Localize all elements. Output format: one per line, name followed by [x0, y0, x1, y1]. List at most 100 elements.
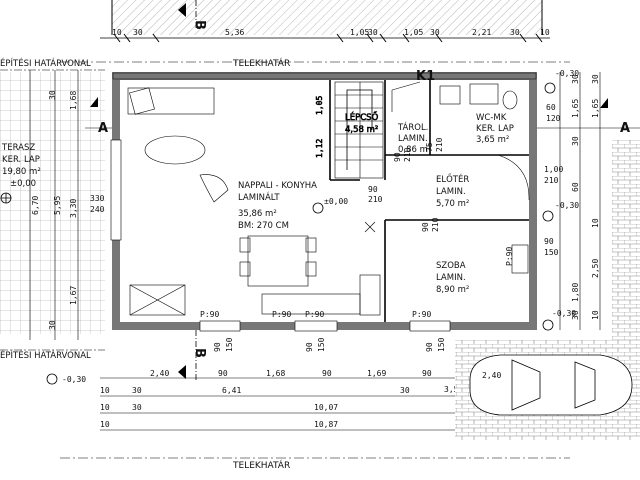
dim-top-2: 5,36 [225, 28, 244, 37]
paving-right [612, 140, 640, 340]
sill-labels: P:90 P:90 P:90 P:90 P:90 [200, 247, 514, 319]
svg-text:210: 210 [544, 176, 559, 185]
level-bottom-left: -0,30 [62, 375, 86, 384]
svg-text:B: B [192, 348, 207, 358]
svg-text:150: 150 [225, 337, 234, 352]
svg-text:30: 30 [400, 386, 410, 395]
svg-text:60: 60 [571, 182, 580, 192]
svg-text:NAPPALI - KONYHA: NAPPALI - KONYHA [238, 181, 317, 191]
svg-text:90: 90 [368, 185, 378, 194]
svg-text:2,50: 2,50 [591, 259, 600, 278]
svg-text:3,30: 3,30 [69, 199, 78, 218]
storage-room: TÁROL. LAMIN. 0,86 m² K1 [391, 69, 435, 155]
svg-text:SZOBA: SZOBA [436, 261, 466, 271]
section-a-left: A [85, 97, 112, 136]
section-b-top: B [178, 0, 207, 30]
top-dimension-line: 10 30 5,36 1,05 30 1,05 30 2,21 30 10 [100, 28, 550, 43]
left-dimension-lines: 30 6,70 30 1,68 3,30 1,67 5,95 330 240 [29, 70, 105, 340]
dim-top-9: 10 [540, 28, 550, 37]
svg-text:90: 90 [425, 342, 434, 352]
svg-text:4,58 m²: 4,58 m² [345, 125, 378, 135]
svg-text:10,07: 10,07 [314, 403, 338, 412]
svg-text:6,41: 6,41 [222, 386, 241, 395]
svg-text:0,86 m²: 0,86 m² [398, 145, 431, 155]
svg-text:±0,00: ±0,00 [10, 179, 36, 189]
section-arrow-icon [178, 3, 186, 17]
svg-text:LAMIN.: LAMIN. [398, 134, 428, 144]
svg-text:60: 60 [546, 103, 556, 112]
section-a-right: A [537, 98, 640, 136]
dim-top-4: 30 [368, 28, 378, 37]
svg-text:210: 210 [403, 147, 412, 162]
car-icon [469, 354, 633, 416]
svg-text:35,86 m²: 35,86 m² [238, 209, 277, 219]
svg-text:P:90: P:90 [505, 247, 514, 266]
level-marker-icon [542, 210, 554, 222]
svg-text:P:90: P:90 [200, 310, 219, 319]
svg-text:1,12: 1,12 [315, 139, 324, 158]
svg-text:90: 90 [305, 342, 314, 352]
bedroom: SZOBA LAMIN. 8,90 m² [436, 244, 529, 295]
svg-text:1,80: 1,80 [571, 283, 580, 302]
svg-text:BM: 270 CM: BM: 270 CM [238, 221, 289, 231]
svg-text:1,68: 1,68 [266, 369, 285, 378]
svg-text:150: 150 [317, 337, 326, 352]
living-room-label: NAPPALI - KONYHA LAMINÁLT 35,86 m² BM: 2… [238, 181, 348, 231]
svg-text:210: 210 [431, 217, 440, 232]
svg-text:-0,30: -0,30 [555, 201, 579, 210]
door-labels: 90 210 90 210 75 210 90 210 90 150 [368, 137, 559, 257]
svg-text:90: 90 [422, 369, 432, 378]
dim-top-3: 1,05 [350, 28, 369, 37]
svg-text:30: 30 [591, 74, 600, 84]
section-arrow-icon [178, 365, 186, 379]
level-marker-icon [544, 82, 556, 94]
svg-text:90: 90 [213, 342, 222, 352]
svg-text:30: 30 [132, 403, 142, 412]
bottom-dims-row1: 2,40 90 1,68 90 1,69 90 3,56 [150, 369, 463, 394]
svg-text:A: A [620, 121, 630, 136]
svg-text:120: 120 [546, 114, 561, 123]
car-dimension-label: 2,40 [482, 371, 501, 380]
svg-text:10: 10 [100, 420, 110, 429]
section-arrow-icon [90, 97, 98, 107]
svg-text:330: 330 [90, 194, 105, 203]
svg-text:3,56: 3,56 [444, 385, 463, 394]
wc-room: WC-MK KER. LAP 3,65 m² [439, 83, 518, 145]
svg-text:2,40: 2,40 [150, 369, 169, 378]
svg-text:±0,00: ±0,00 [324, 197, 348, 206]
svg-text:240: 240 [90, 205, 105, 214]
svg-text:10: 10 [100, 403, 110, 412]
svg-text:90: 90 [421, 222, 430, 232]
level-markers-right: -0,30 -0,30 -0,30 [542, 69, 579, 331]
svg-text:5,95: 5,95 [53, 196, 62, 215]
svg-text:90: 90 [218, 369, 228, 378]
interior-walls [329, 80, 529, 322]
svg-text:210: 210 [435, 137, 444, 152]
svg-text:30: 30 [132, 386, 142, 395]
level-marker-icon [312, 202, 324, 214]
living-furniture [127, 87, 381, 316]
bottom-opening-dims: 90 150 90 150 90 150 [213, 337, 446, 352]
terrace-label: TERASZ KER. LAP 19,80 m² ±0,00 [0, 143, 41, 204]
svg-text:90: 90 [393, 152, 402, 162]
dim-top-1: 30 [133, 28, 143, 37]
dim-top-0: 10 [112, 28, 122, 37]
svg-text:1,05: 1,05 [315, 96, 324, 115]
sofa-icon [127, 87, 215, 115]
toilet-icon [502, 90, 518, 110]
dim-top-7: 2,21 [472, 28, 491, 37]
svg-text:30: 30 [48, 90, 57, 100]
svg-text:-0,30: -0,30 [555, 69, 579, 78]
svg-text:LAMINÁLT: LAMINÁLT [238, 191, 280, 203]
svg-text:TERASZ: TERASZ [1, 143, 35, 153]
section-arrow-icon [600, 98, 608, 108]
section-b-top-label: B [192, 20, 207, 30]
svg-text:150: 150 [544, 248, 559, 257]
stair: LÉPCSŐ 4,58 m² 1,05 1,12 [315, 81, 384, 179]
svg-text:1,00: 1,00 [544, 165, 563, 174]
terrace-area [0, 72, 105, 334]
svg-text:1,65: 1,65 [571, 99, 580, 118]
svg-text:10: 10 [591, 310, 600, 320]
svg-text:KER. LAP: KER. LAP [476, 124, 514, 134]
telekhatar-bottom-label: TELEKHATÁR [232, 459, 290, 471]
